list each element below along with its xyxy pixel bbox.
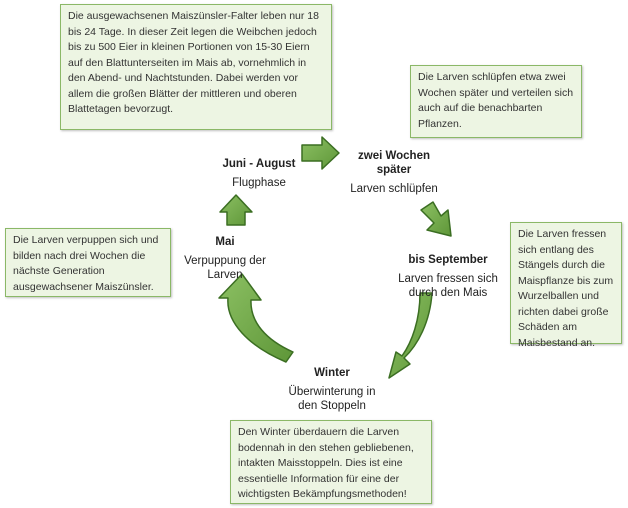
- note-hatching: Die Larven schlüpfen etwa zwei Wochen sp…: [410, 65, 582, 138]
- stage-zwei-wochen-title: zwei Wochen später: [358, 150, 430, 176]
- arrow-winter-to-mai: [218, 273, 294, 363]
- arrow-september-to-winter: [388, 292, 433, 379]
- stage-mai-title: Mai: [215, 236, 235, 248]
- stage-mai: Mai Verpuppung der Larven: [172, 235, 278, 282]
- stage-zwei-wochen-desc: Larven schlüpfen: [350, 183, 438, 195]
- note-flight-phase: Die ausgewachsenen Maiszünsler-Falter le…: [60, 4, 332, 130]
- arrow-juni-to-zwei: [301, 136, 340, 170]
- stage-juni-august: Juni - August Flugphase: [206, 157, 312, 190]
- stage-winter-title: Winter: [314, 367, 350, 379]
- arrow-mai-to-juni: [219, 194, 253, 226]
- stage-juni-august-title: Juni - August: [222, 158, 296, 170]
- note-feeding-text: Die Larven fressen sich entlang des Stän…: [518, 228, 614, 349]
- note-hatching-text: Die Larven schlüpfen etwa zwei Wochen sp…: [418, 71, 574, 130]
- stage-bis-september-desc: Larven fressen sich durch den Mais: [398, 273, 498, 299]
- note-pupation: Die Larven verpuppen sich und bilden nac…: [5, 228, 171, 297]
- note-winter-text: Den Winter überdauern die Larven bodenna…: [238, 426, 414, 500]
- note-flight-phase-text: Die ausgewachsenen Maiszünsler-Falter le…: [68, 10, 319, 115]
- note-winter: Den Winter überdauern die Larven bodenna…: [230, 420, 432, 504]
- stage-juni-august-desc: Flugphase: [232, 177, 286, 189]
- arrow-zwei-to-september: [420, 201, 452, 237]
- note-pupation-text: Die Larven verpuppen sich und bilden nac…: [13, 234, 159, 293]
- stage-winter: Winter Überwinterung in den Stoppeln: [278, 366, 386, 413]
- stage-mai-desc: Verpuppung der Larven: [184, 255, 266, 281]
- stage-bis-september-title: bis September: [408, 254, 488, 266]
- note-feeding: Die Larven fressen sich entlang des Stän…: [510, 222, 622, 349]
- stage-zwei-wochen: zwei Wochen später Larven schlüpfen: [340, 149, 448, 196]
- stage-bis-september: bis September Larven fressen sich durch …: [390, 253, 506, 300]
- stage-winter-desc: Überwinterung in den Stoppeln: [288, 386, 376, 412]
